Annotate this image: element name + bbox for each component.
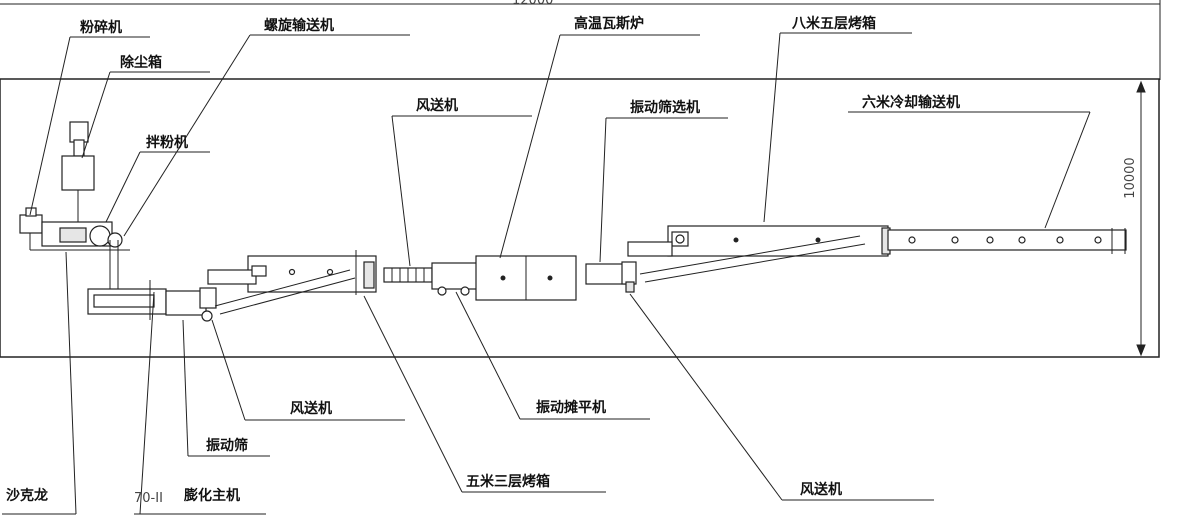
- cooling-conveyor-unit: [887, 228, 1127, 254]
- label-cooling-conveyor: 六米冷却输送机: [862, 94, 960, 111]
- vibrating-screen-conveyor-unit: [621, 261, 637, 293]
- label-model: 70-II: [134, 491, 163, 506]
- dust-box-unit: [61, 121, 95, 230]
- label-extruder: 膨化主机: [184, 487, 240, 504]
- eight-meter-oven-unit: [627, 225, 891, 283]
- width-dimension: 10000: [1123, 80, 1146, 357]
- plant-outline: [0, 78, 1160, 358]
- label-air-conveyor-top: 风送机: [416, 97, 458, 114]
- vibrating-screen-unit: [199, 287, 217, 322]
- label-vibrating-screen: 振动筛: [206, 437, 248, 454]
- label-powder-mixer: 拌粉机: [146, 134, 188, 151]
- label-cyclone: 沙克龙: [6, 487, 48, 504]
- labels: 粉碎机 除尘箱 拌粉机 螺旋输送机 高温瓦斯炉 八米五层烤箱 风送机 振动筛选机…: [6, 15, 960, 506]
- leader-lines: [2, 32, 1091, 515]
- label-screw-conveyor: 螺旋输送机: [264, 17, 334, 34]
- label-vibrating-spreader: 振动摊平机: [536, 399, 606, 416]
- label-five-meter-oven: 五米三层烤箱: [466, 473, 550, 490]
- label-eight-meter-oven: 八米五层烤箱: [791, 15, 876, 32]
- label-air-conveyor-left: 风送机: [290, 400, 332, 417]
- label-vibrating-screen-conveyor: 振动筛选机: [630, 99, 700, 116]
- five-meter-oven-unit: [207, 250, 377, 315]
- width-text: 10000: [1123, 157, 1138, 198]
- vibrating-spreader-unit: [431, 262, 479, 296]
- mixer-unit: [41, 221, 123, 248]
- label-dust-box: 除尘箱: [120, 54, 162, 71]
- label-gas-oven: 高温瓦斯炉: [574, 15, 644, 32]
- gas-oven-unit: [475, 255, 627, 301]
- air-conveyor-middle: [383, 267, 433, 283]
- overall-length-text: 12000: [512, 0, 553, 8]
- extruder-unit: [87, 280, 207, 320]
- overall-dimension: 12000: [0, 0, 1161, 80]
- label-crusher: 粉碎机: [80, 19, 122, 36]
- cyclone-pipe: [109, 240, 119, 292]
- label-air-conveyor-bottom: 风送机: [800, 481, 842, 498]
